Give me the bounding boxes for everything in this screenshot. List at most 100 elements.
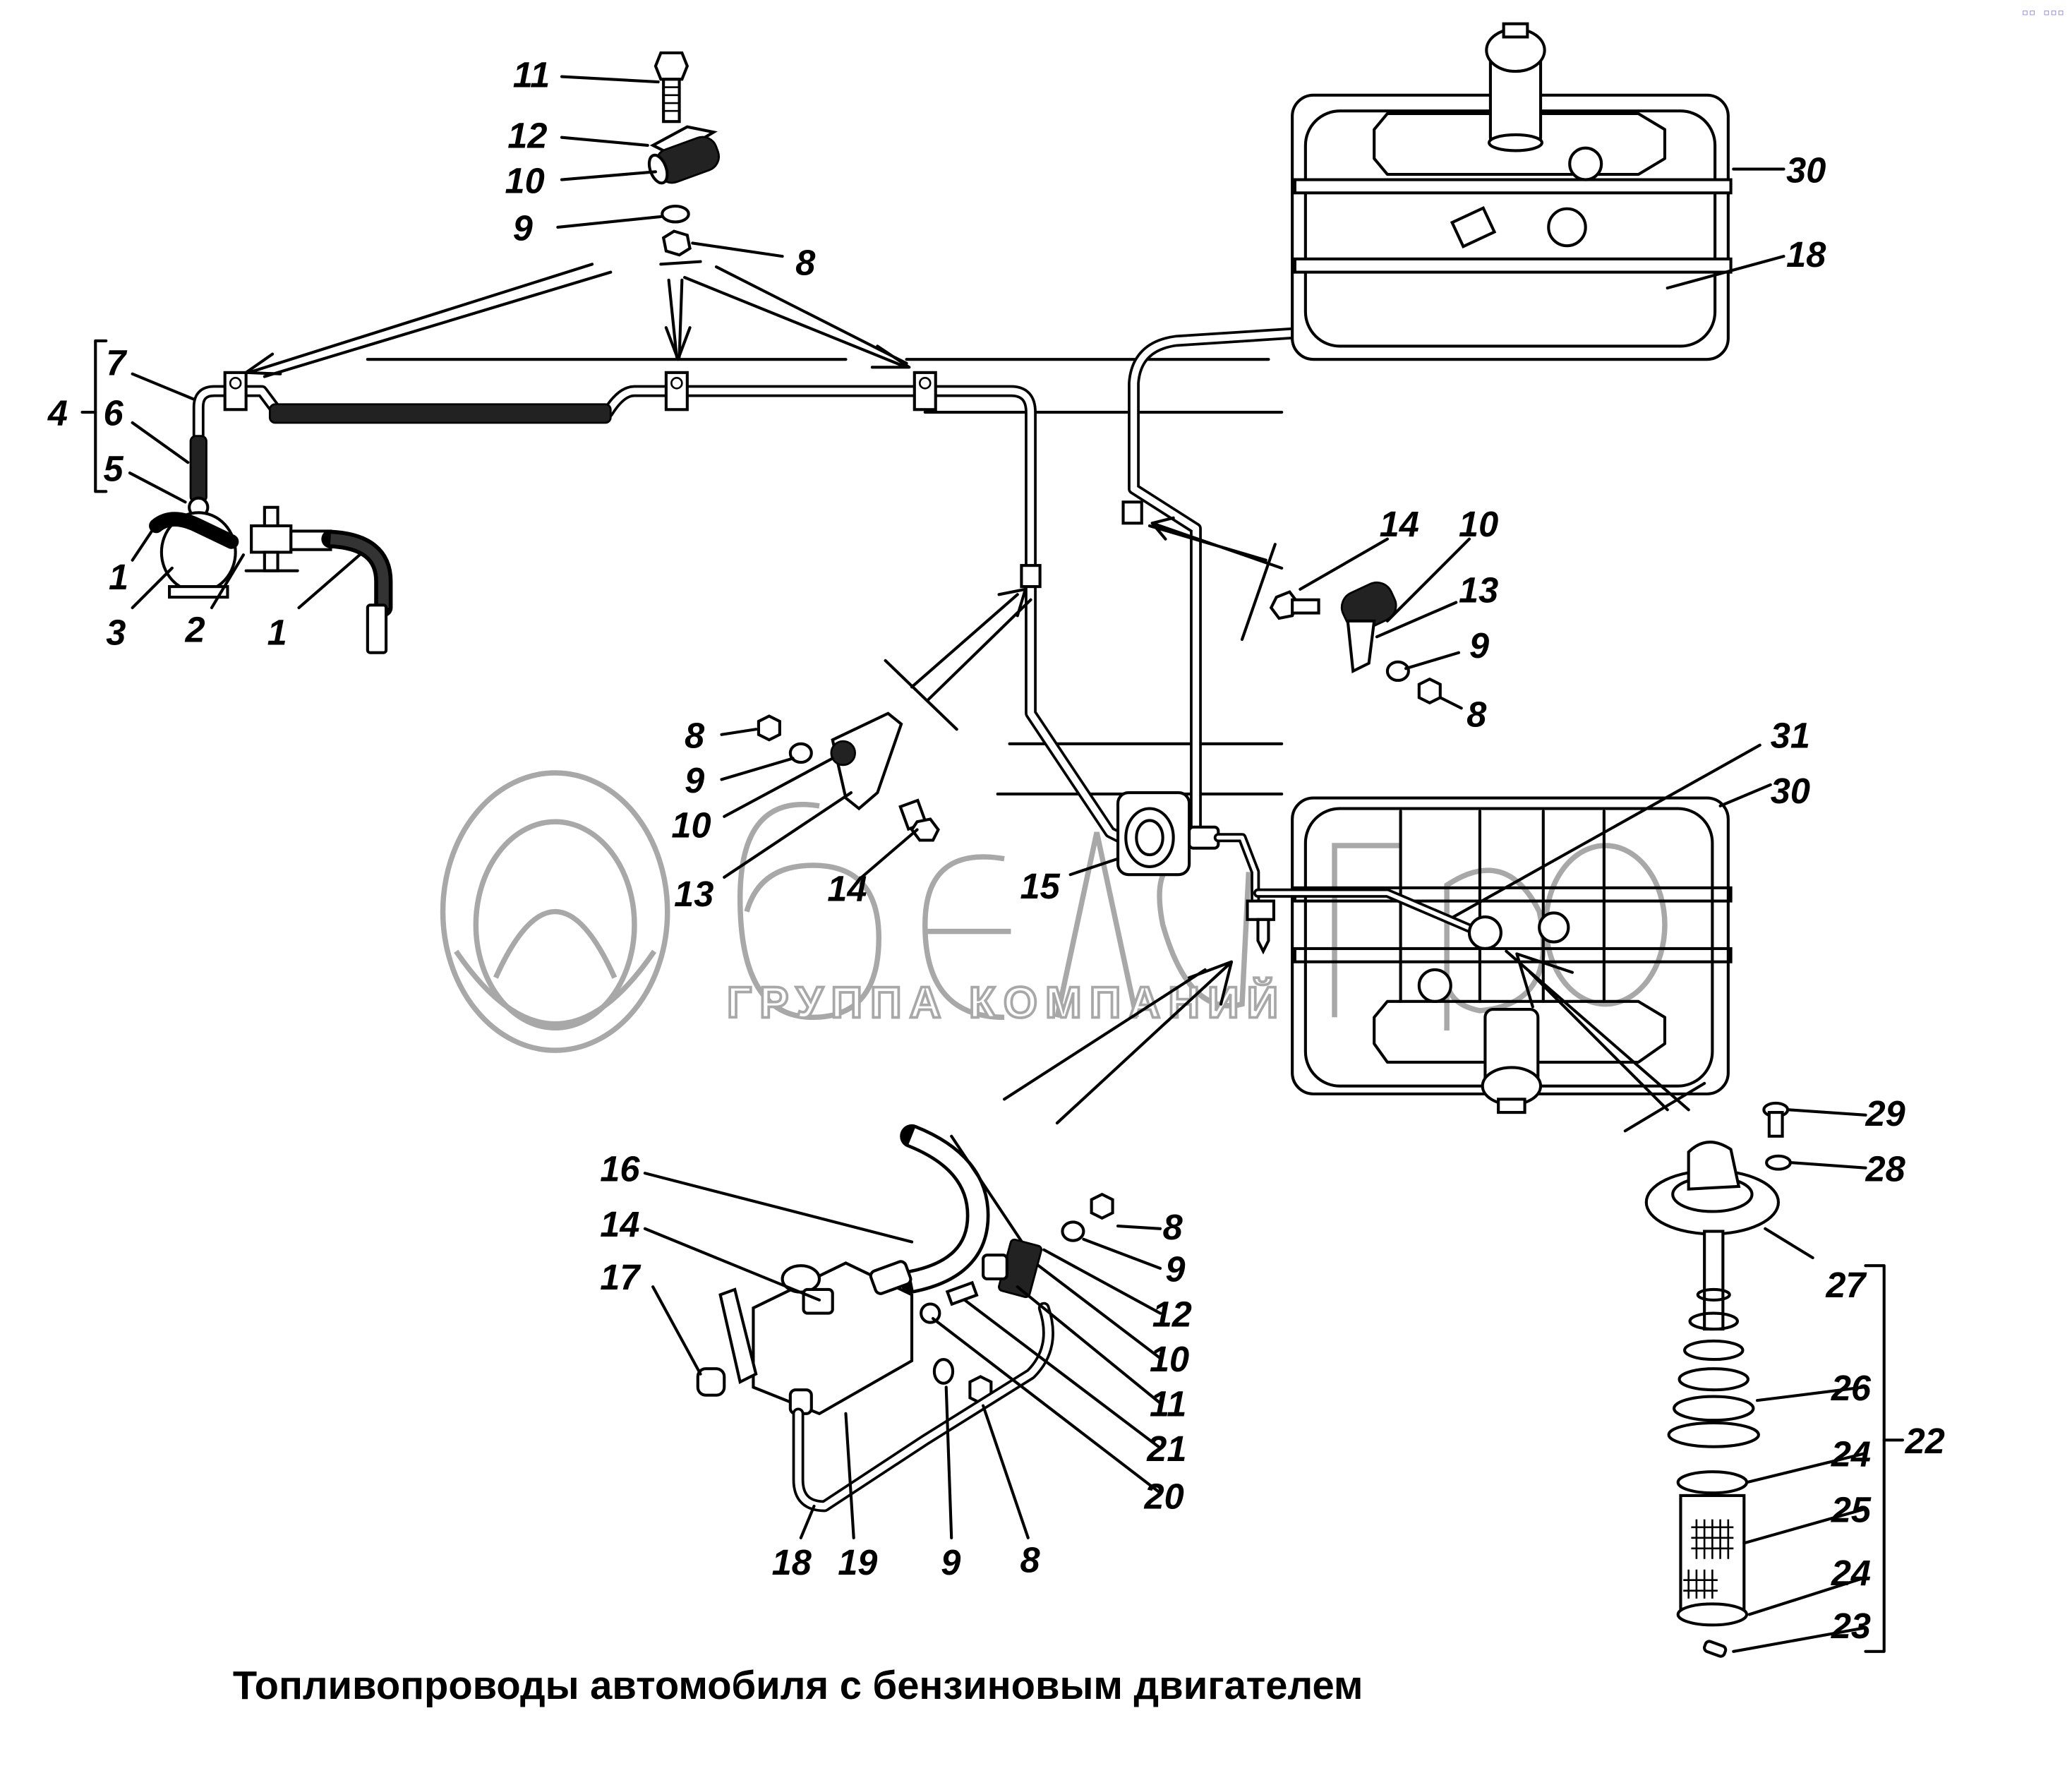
drain-plug-icon	[1538, 911, 1570, 944]
filler-neck-icon	[1481, 1008, 1543, 1114]
bolt-11-icon	[653, 51, 689, 124]
callout-9: 9	[1469, 625, 1489, 666]
callout-10: 10	[1459, 504, 1498, 544]
drain-plug-icon	[1450, 205, 1497, 248]
clamp-10-icon	[647, 125, 720, 185]
callout-14: 14	[827, 869, 867, 909]
callout-8: 8	[685, 715, 705, 755]
callout-28: 28	[1865, 1148, 1906, 1189]
callout-20: 20	[1143, 1477, 1183, 1517]
clamp-assembly-top: 11 12 10 9 8	[244, 51, 911, 378]
callout-2: 2	[185, 610, 205, 650]
pointer-arrow-middle	[664, 278, 692, 361]
sender-flange-icon	[1568, 146, 1603, 181]
fuel-tap-body-icon	[696, 1260, 914, 1416]
nut-8-icon	[757, 714, 781, 742]
callout-24: 24	[1831, 1553, 1871, 1593]
callout-13: 13	[1459, 570, 1498, 611]
washer-9-icon	[932, 1358, 955, 1385]
washer-9-icon	[1061, 1220, 1085, 1242]
clamp-10-icon	[830, 740, 856, 767]
nut-8-icon	[1090, 1192, 1114, 1220]
callout-14: 14	[600, 1204, 639, 1244]
bracket-13-icon	[1346, 619, 1376, 674]
lower-fuel-tank: 31 30	[1003, 715, 1810, 1133]
callout-5: 5	[103, 448, 124, 488]
corner-marks: ▫▫ ▫▫▫	[2021, 4, 2064, 18]
callout-7: 7	[106, 343, 128, 383]
callout-12: 12	[1152, 1294, 1192, 1334]
callout-21: 21	[1146, 1429, 1186, 1469]
callout-8: 8	[1163, 1207, 1183, 1247]
bolt-21-icon	[945, 1280, 979, 1306]
pin-23-icon	[1703, 1640, 1728, 1658]
callout-18: 18	[772, 1542, 812, 1582]
washer-9-icon	[661, 204, 690, 224]
fuel-pump-assembly: 7 4 6 5 1 3 2 1	[47, 339, 393, 654]
pipe-coupling-icon	[1121, 500, 1143, 525]
callout-1: 1	[267, 612, 287, 652]
diagram-title: Топливопроводы автомобиля с бензиновым д…	[233, 1663, 1363, 1707]
callout-11: 11	[1150, 1384, 1186, 1424]
intake-flange-icon	[1547, 207, 1587, 248]
watermark-subtitle: ГРУППА КОМПАНИЙ	[727, 978, 1286, 1027]
filter-element-25-icon	[1679, 1493, 1746, 1611]
callout-12: 12	[507, 116, 547, 156]
callout-10: 10	[1150, 1339, 1189, 1379]
callout-27: 27	[1825, 1265, 1867, 1305]
callout-19: 19	[838, 1542, 877, 1582]
callout-9: 9	[1165, 1249, 1185, 1290]
frame-lines	[366, 358, 1284, 796]
callout-8: 8	[795, 242, 816, 282]
clamp-assembly-right: 14 10 13 9 8	[1148, 504, 1498, 735]
callout-9: 9	[513, 208, 533, 248]
watermark-logo: ГРУППА КОМПАНИЙ	[440, 770, 1668, 1053]
intake-cover-27-icon	[1644, 1141, 1781, 1236]
pointer-arrow-filter	[1505, 949, 1690, 1112]
gasket-24-icon	[1676, 1602, 1749, 1627]
callout-8: 8	[1020, 1539, 1041, 1580]
upper-fuel-tank: 30 18	[1291, 22, 1826, 361]
callout-6: 6	[103, 393, 124, 433]
washer-9-icon	[788, 742, 813, 764]
washer-20-icon	[920, 1302, 941, 1324]
callout-1: 1	[109, 557, 128, 597]
callout-31: 31	[1771, 715, 1810, 755]
clamp-assembly-middle: 8 9 10 13 14	[671, 587, 1032, 914]
corrugated-hose-icon	[268, 403, 612, 424]
pipe-coupling-icon	[1020, 564, 1042, 589]
callout-26: 26	[1831, 1368, 1872, 1408]
nut-8-icon	[661, 229, 692, 257]
callout-16: 16	[600, 1148, 640, 1189]
callout-22: 22	[1905, 1421, 1945, 1461]
washer-28-icon	[1765, 1154, 1792, 1171]
callout-30: 30	[1771, 771, 1810, 811]
callout-8: 8	[1466, 695, 1487, 735]
callout-13: 13	[674, 874, 713, 914]
callout-24: 24	[1831, 1434, 1871, 1474]
callout-14: 14	[1380, 504, 1419, 544]
bolt-14-icon	[898, 798, 940, 842]
gasket-24-icon	[1676, 1470, 1749, 1495]
sender-flange-icon	[1417, 968, 1452, 1003]
pipe-bracket-icon	[223, 371, 937, 411]
callout-4: 4	[47, 393, 68, 433]
callout-23: 23	[1831, 1606, 1871, 1646]
callout-17: 17	[600, 1257, 642, 1297]
callout-18: 18	[1786, 234, 1826, 275]
callout-10: 10	[671, 805, 711, 846]
hose-end-fitting-icon	[366, 603, 388, 654]
bracket-13-icon	[831, 711, 903, 811]
group-bracket-22	[1864, 1264, 1886, 1653]
screw-29-icon	[1762, 1101, 1790, 1138]
group-bracket-4	[94, 339, 108, 493]
callout-3: 3	[106, 612, 126, 652]
spring-26-icon	[1667, 1287, 1760, 1448]
pointer-arrow-valve	[1003, 960, 1234, 1125]
callout-11: 11	[513, 55, 550, 95]
fuel-valve-15: 15	[1020, 791, 1275, 955]
washer-9-icon	[1385, 660, 1410, 683]
nut-8-icon	[1417, 677, 1442, 705]
callout-9: 9	[941, 1542, 960, 1582]
